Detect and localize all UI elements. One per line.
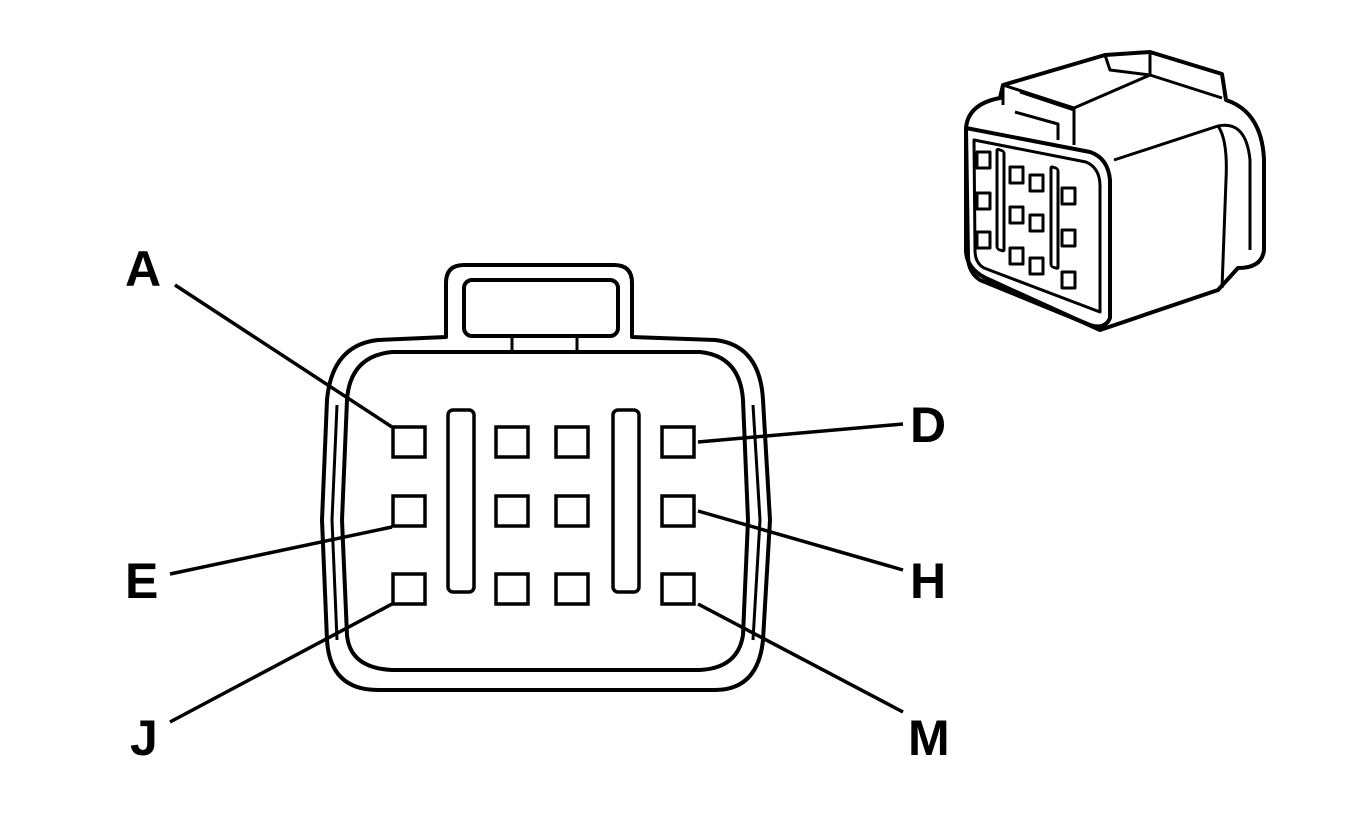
leader-line-d — [697, 422, 904, 444]
terminal-cavity — [494, 572, 530, 606]
leader-line-e — [169, 525, 393, 576]
terminal-cavity — [391, 494, 427, 528]
iso-terminal-cavity — [975, 230, 992, 250]
terminal-cavity — [391, 572, 427, 606]
iso-terminal-cavity — [1060, 270, 1077, 290]
terminal-cavity — [391, 425, 427, 459]
iso-terminal-cavity — [1028, 256, 1045, 276]
iso-front-face — [964, 126, 1112, 329]
pin-label-m: M — [908, 710, 950, 766]
iso-terminal-cavity — [1028, 173, 1045, 193]
iso-terminal-cavity — [1008, 246, 1025, 266]
iso-terminal-cavity — [1008, 165, 1025, 185]
leader-line-j — [169, 602, 393, 724]
pin-label-a: A — [125, 241, 161, 297]
terminal-cavity — [494, 494, 530, 528]
terminal-cavities — [391, 425, 696, 606]
latch-window — [462, 278, 620, 338]
iso-terminal-cavities — [975, 150, 1077, 290]
terminal-cavity — [554, 572, 590, 606]
connector-isometric-view — [964, 50, 1266, 332]
terminal-cavity — [660, 494, 696, 528]
iso-terminal-cavity — [975, 150, 992, 170]
pin-label-e: E — [125, 553, 158, 609]
terminal-cavity — [660, 425, 696, 459]
iso-terminal-cavity — [1028, 213, 1045, 233]
connector-body-outer — [320, 263, 772, 692]
pin-label-j: J — [130, 710, 158, 766]
connector-face-inner — [340, 350, 750, 672]
terminal-cavity — [554, 425, 590, 459]
leader-line-a — [174, 283, 393, 429]
separator-rib-right — [611, 408, 641, 594]
iso-rib-right — [1049, 165, 1060, 270]
terminal-cavity — [554, 494, 590, 528]
iso-rib-left — [995, 147, 1006, 253]
iso-terminal-cavity — [1060, 228, 1077, 248]
iso-terminal-cavity — [1060, 186, 1077, 206]
iso-terminal-cavity — [975, 191, 992, 211]
iso-top-edge — [1073, 52, 1223, 110]
pin-label-d: D — [910, 397, 946, 453]
separator-rib-left — [446, 408, 476, 594]
connector-face: A D E H J M — [125, 241, 950, 766]
leader-line-h — [697, 509, 904, 572]
terminal-cavity — [494, 425, 530, 459]
terminal-cavity — [660, 572, 696, 606]
iso-terminal-cavity — [1008, 205, 1025, 225]
leader-line-m — [697, 602, 904, 714]
iso-front-face-inner — [972, 138, 1102, 314]
pin-label-h: H — [910, 553, 946, 609]
connector-body-edge — [330, 404, 339, 641]
iso-side-edge — [1113, 123, 1252, 289]
iso-housing — [964, 50, 1266, 332]
connector-body-edge-right — [751, 404, 762, 641]
